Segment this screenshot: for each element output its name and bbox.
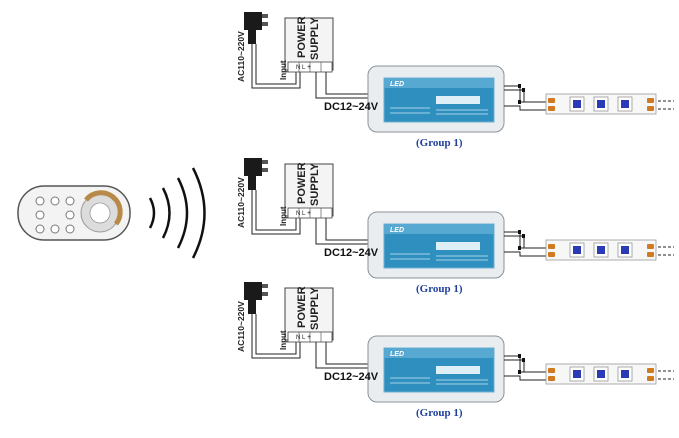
terminal-l: L (302, 335, 306, 341)
dimmer-remote-icon (17, 185, 131, 241)
wireless-signal-icon (148, 167, 206, 259)
input-label: Input (279, 60, 288, 80)
psu-label-line1: POWER (296, 162, 308, 204)
dc-label: DC12~24V (324, 371, 379, 383)
mains-label: AC110~220V (236, 31, 246, 82)
controller-brand: LED (390, 351, 404, 358)
terminal-plus: + (307, 210, 311, 217)
psu-label-line1: POWER (296, 286, 308, 328)
terminal-plus: + (307, 334, 311, 341)
dc-label: DC12~24V (324, 101, 379, 113)
terminal-l: L (302, 211, 306, 217)
terminal-l: L (302, 65, 306, 71)
terminal-plus: + (307, 64, 311, 71)
group-label-3: (Group 1) (416, 407, 463, 419)
input-label: Input (279, 206, 288, 226)
psu-label-line2: SUPPLY (309, 16, 321, 60)
input-label: Input (279, 330, 288, 350)
controller-brand: LED (390, 227, 404, 234)
controller-brand: LED (390, 81, 404, 88)
psu-label-line1: POWER (296, 16, 308, 58)
mains-label: AC110~220V (236, 301, 246, 352)
dc-label: DC12~24V (324, 247, 379, 259)
mains-label: AC110~220V (236, 177, 246, 228)
group-label-1: (Group 1) (416, 137, 463, 149)
terminal-n: N (296, 211, 300, 217)
group-label-2: (Group 1) (416, 283, 463, 295)
terminal-n: N (296, 335, 300, 341)
psu-label-line2: SUPPLY (309, 162, 321, 206)
psu-label-line2: SUPPLY (309, 286, 321, 330)
terminal-n: N (296, 65, 300, 71)
